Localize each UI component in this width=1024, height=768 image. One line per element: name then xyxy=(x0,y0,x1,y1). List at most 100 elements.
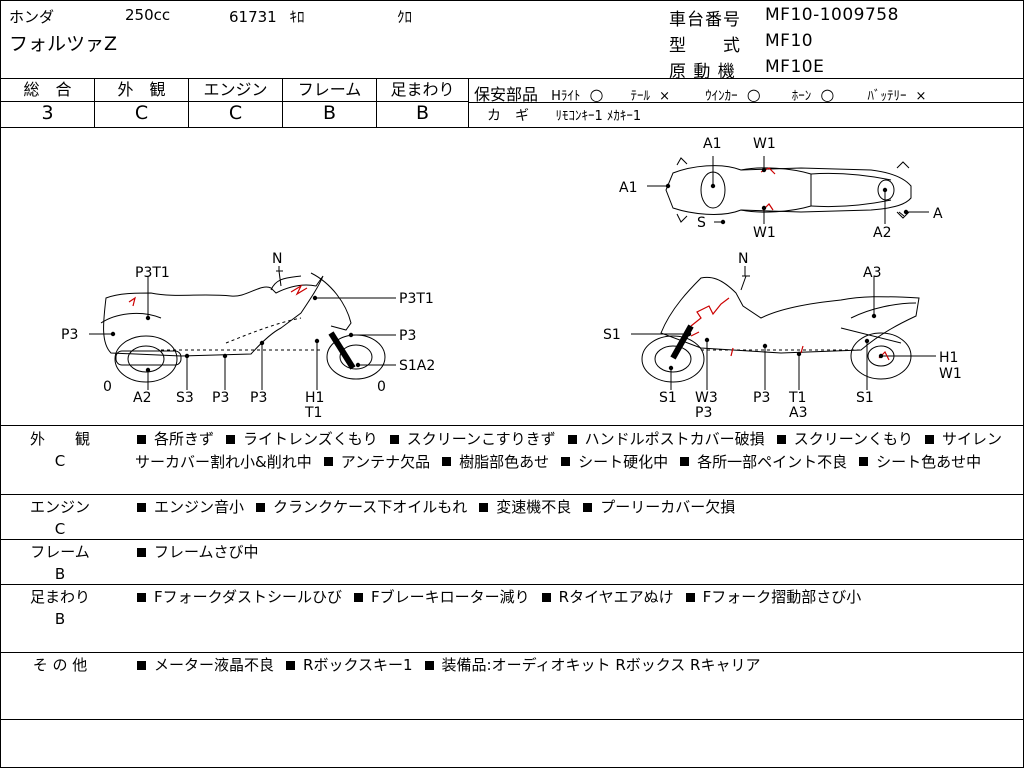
bullet-square-icon xyxy=(286,660,296,670)
diagram-label: W3 xyxy=(695,390,718,406)
diagram-label: T1 xyxy=(788,390,806,406)
bullet-square-icon xyxy=(323,457,333,466)
scooter-top-view xyxy=(665,157,912,223)
section-suspension-label: 足まわり B xyxy=(15,586,105,630)
keys-value: ﾘﾓｺﾝｷｰ1 ﾒｶｷｰ1 xyxy=(555,109,642,124)
divider xyxy=(1,494,1023,495)
scooter-left-view xyxy=(100,270,386,383)
section-exterior-text: 各所きずライトレンズくもりスクリーンこすりきずハンドルポストカバー破損スクリーン… xyxy=(135,428,1005,473)
divider xyxy=(1,78,1023,79)
comment-item: Rボックスキー1 xyxy=(303,656,413,674)
diagram-label: S1 xyxy=(659,390,677,406)
comment-item: アンテナ欠品 xyxy=(340,452,431,471)
diagram-label: S1 xyxy=(603,327,621,343)
body-color: ｸﾛ xyxy=(397,8,413,26)
divider xyxy=(1,584,1023,585)
diagram-label: 0 xyxy=(377,379,386,395)
type-label: 型 式 xyxy=(669,36,741,56)
frame-no-label: 車台番号 xyxy=(669,10,741,30)
bullet-square-icon xyxy=(389,434,399,444)
safety-tail: ﾃｰﾙ xyxy=(630,89,651,104)
safety-tail-mark: × xyxy=(659,89,671,104)
section-frame-label: フレーム B xyxy=(15,541,105,585)
comment-item: サイレンサーカバー割れ小&削れ中 xyxy=(135,430,1002,471)
diagram-label: S3 xyxy=(176,390,194,406)
section-title: エンジン xyxy=(29,498,90,516)
safety-headlight: Hﾗｲﾄ xyxy=(551,89,581,104)
divider xyxy=(468,102,1023,103)
type-value: MF10 xyxy=(765,31,814,51)
grade-value: C xyxy=(134,102,149,124)
divider xyxy=(1,719,1023,720)
divider xyxy=(1,652,1023,653)
diagram-label: W1 xyxy=(753,136,776,152)
comment-item: 各所一部ペイント不良 xyxy=(697,452,848,471)
grade-value: B xyxy=(322,102,337,124)
comment-item: Fフォークダストシールひび xyxy=(154,588,343,606)
section-grade: C xyxy=(54,452,66,470)
bullet-square-icon xyxy=(256,502,266,512)
bullet-square-icon xyxy=(137,660,146,670)
comment-item: スクリーンこすりきず xyxy=(406,430,556,448)
bullet-square-icon xyxy=(541,592,551,602)
scooter-right-view xyxy=(641,275,920,383)
safety-headlight-mark: ○ xyxy=(589,85,604,104)
diagram-label: A1 xyxy=(703,136,721,152)
comment-item: Fフォーク摺動部さび小 xyxy=(702,588,862,606)
bullet-square-icon xyxy=(561,457,571,466)
damage-diagram: P3T1 N P3T1 P3 P3 S1A2 0 0 A2 S3 P3 P3 H… xyxy=(61,136,962,421)
diagram-label: A3 xyxy=(789,405,807,421)
grade-label: 総 合 xyxy=(23,80,72,99)
diagram-label: A3 xyxy=(863,265,881,281)
safety-battery: ﾊﾞｯﾃﾘｰ xyxy=(867,89,907,104)
diagram-label: A2 xyxy=(133,390,151,406)
diagram-label: W1 xyxy=(753,225,776,241)
bullet-square-icon xyxy=(137,547,146,557)
comment-item: シート色あせ中 xyxy=(876,452,982,471)
diagram-label: P3 xyxy=(61,327,78,343)
section-grade: C xyxy=(54,520,66,538)
bullet-square-icon xyxy=(583,502,593,512)
safety-battery-mark: × xyxy=(915,89,927,104)
bullet-square-icon xyxy=(776,434,786,444)
bullet-square-icon xyxy=(859,457,869,466)
diagram-label: N xyxy=(738,251,748,267)
bullet-square-icon xyxy=(137,502,146,512)
grade-value: C xyxy=(228,102,243,124)
displacement: 250cc xyxy=(125,6,171,24)
diagram-label: T1 xyxy=(304,405,322,421)
divider xyxy=(282,79,283,127)
mileage-value: 61731 xyxy=(229,8,277,26)
mileage: 61731 ｷﾛ xyxy=(229,6,305,27)
grade-suspension: 足まわり B xyxy=(377,79,468,127)
grade-frame: フレーム B xyxy=(283,79,376,127)
comment-item: フレームさび中 xyxy=(154,543,259,561)
model-name: フォルツァZ xyxy=(9,33,118,55)
grade-exterior: 外 観 C xyxy=(95,79,188,127)
leader-lines xyxy=(89,156,936,390)
diagram-label: S xyxy=(697,215,706,231)
section-other-label: そ の 他 xyxy=(15,654,105,676)
section-title: そ の 他 xyxy=(32,656,88,674)
safety-label: 保安部品 xyxy=(474,85,539,104)
bullet-square-icon xyxy=(354,592,364,602)
diagram-label: A2 xyxy=(873,225,891,241)
grade-label: 足まわり xyxy=(390,80,455,99)
diagram-label: S1 xyxy=(856,390,874,406)
maker: ホンダ xyxy=(9,8,55,26)
divider xyxy=(94,79,95,127)
diagram-label: P3T1 xyxy=(399,291,434,307)
damage-dots xyxy=(110,167,909,373)
bullet-square-icon xyxy=(226,434,236,444)
left-view-labels: P3T1 N P3T1 P3 P3 S1A2 0 0 A2 S3 P3 P3 H… xyxy=(61,251,435,421)
section-title: 外 観 xyxy=(29,430,90,448)
diagram-label: A xyxy=(933,206,943,222)
section-exterior-label: 外 観 C xyxy=(15,428,105,472)
grade-value: 3 xyxy=(41,102,54,124)
grade-engine: エンジン C xyxy=(189,79,282,127)
top-view-labels: A1 W1 A1 S W1 A A2 xyxy=(619,136,943,241)
section-engine-text: エンジン音小クランクケース下オイルもれ変速機不良プーリーカバー欠損 xyxy=(135,496,1005,519)
grade-label: フレーム xyxy=(297,80,362,99)
